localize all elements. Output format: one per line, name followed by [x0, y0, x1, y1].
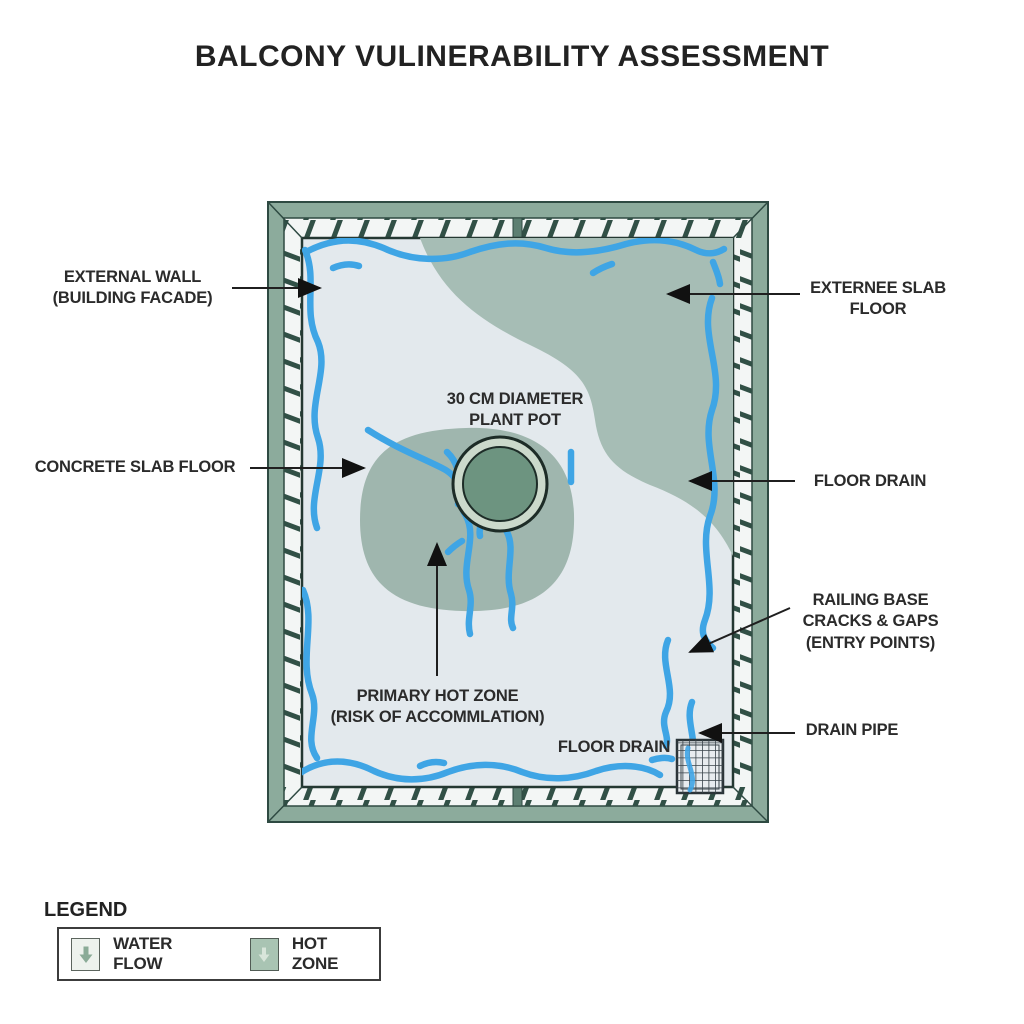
page-title: BALCONY VULINERABILITY ASSESSMENT	[194, 40, 830, 73]
floor-drain-inner-label: FLOOR DRAIN	[557, 738, 671, 756]
hot-zone-icon	[249, 937, 279, 971]
primary-hot-zone-label: PRIMARY HOT ZONE (RISK OF ACCOMMLATION)	[330, 687, 545, 727]
concrete-slab-label: CONCRETE SLAB FLOOR	[34, 458, 236, 476]
legend-heading: LEGEND	[44, 899, 128, 921]
drain-pipe-label: DRAIN PIPE	[805, 721, 899, 739]
water-flow-icon	[71, 937, 101, 971]
externee-slab-label: EXTERNEE SLAB FLOOR	[810, 279, 946, 319]
railing-base-arrow	[688, 607, 791, 653]
railing-balusters	[284, 217, 752, 807]
plant-pot	[451, 435, 549, 533]
frame-corner-lines	[267, 201, 769, 823]
railing-base-label: RAILING BASE CRACKS & GAPS (ENTRY POINTS…	[802, 591, 939, 652]
legend-label-hot-zone: HOT ZONE	[291, 934, 339, 973]
annotation-arrows	[232, 278, 800, 743]
legend-item-water-flow: WATER FLOW	[71, 934, 212, 974]
legend-item-hot-zone: HOT ZONE	[249, 934, 367, 974]
floor-drain-right-label: FLOOR DRAIN	[813, 472, 927, 490]
plant-pot-label: 30 CM DIAMETER PLANT POT	[446, 390, 584, 430]
legend-label-water-flow: WATER FLOW	[113, 934, 173, 973]
external-wall-label: EXTERNAL WALL (BUILDING FACADE)	[52, 268, 213, 308]
floor-drain-grate	[675, 738, 725, 795]
legend: WATER FLOW HOT ZONE	[57, 927, 381, 981]
hot-zone-top-right	[420, 238, 733, 556]
